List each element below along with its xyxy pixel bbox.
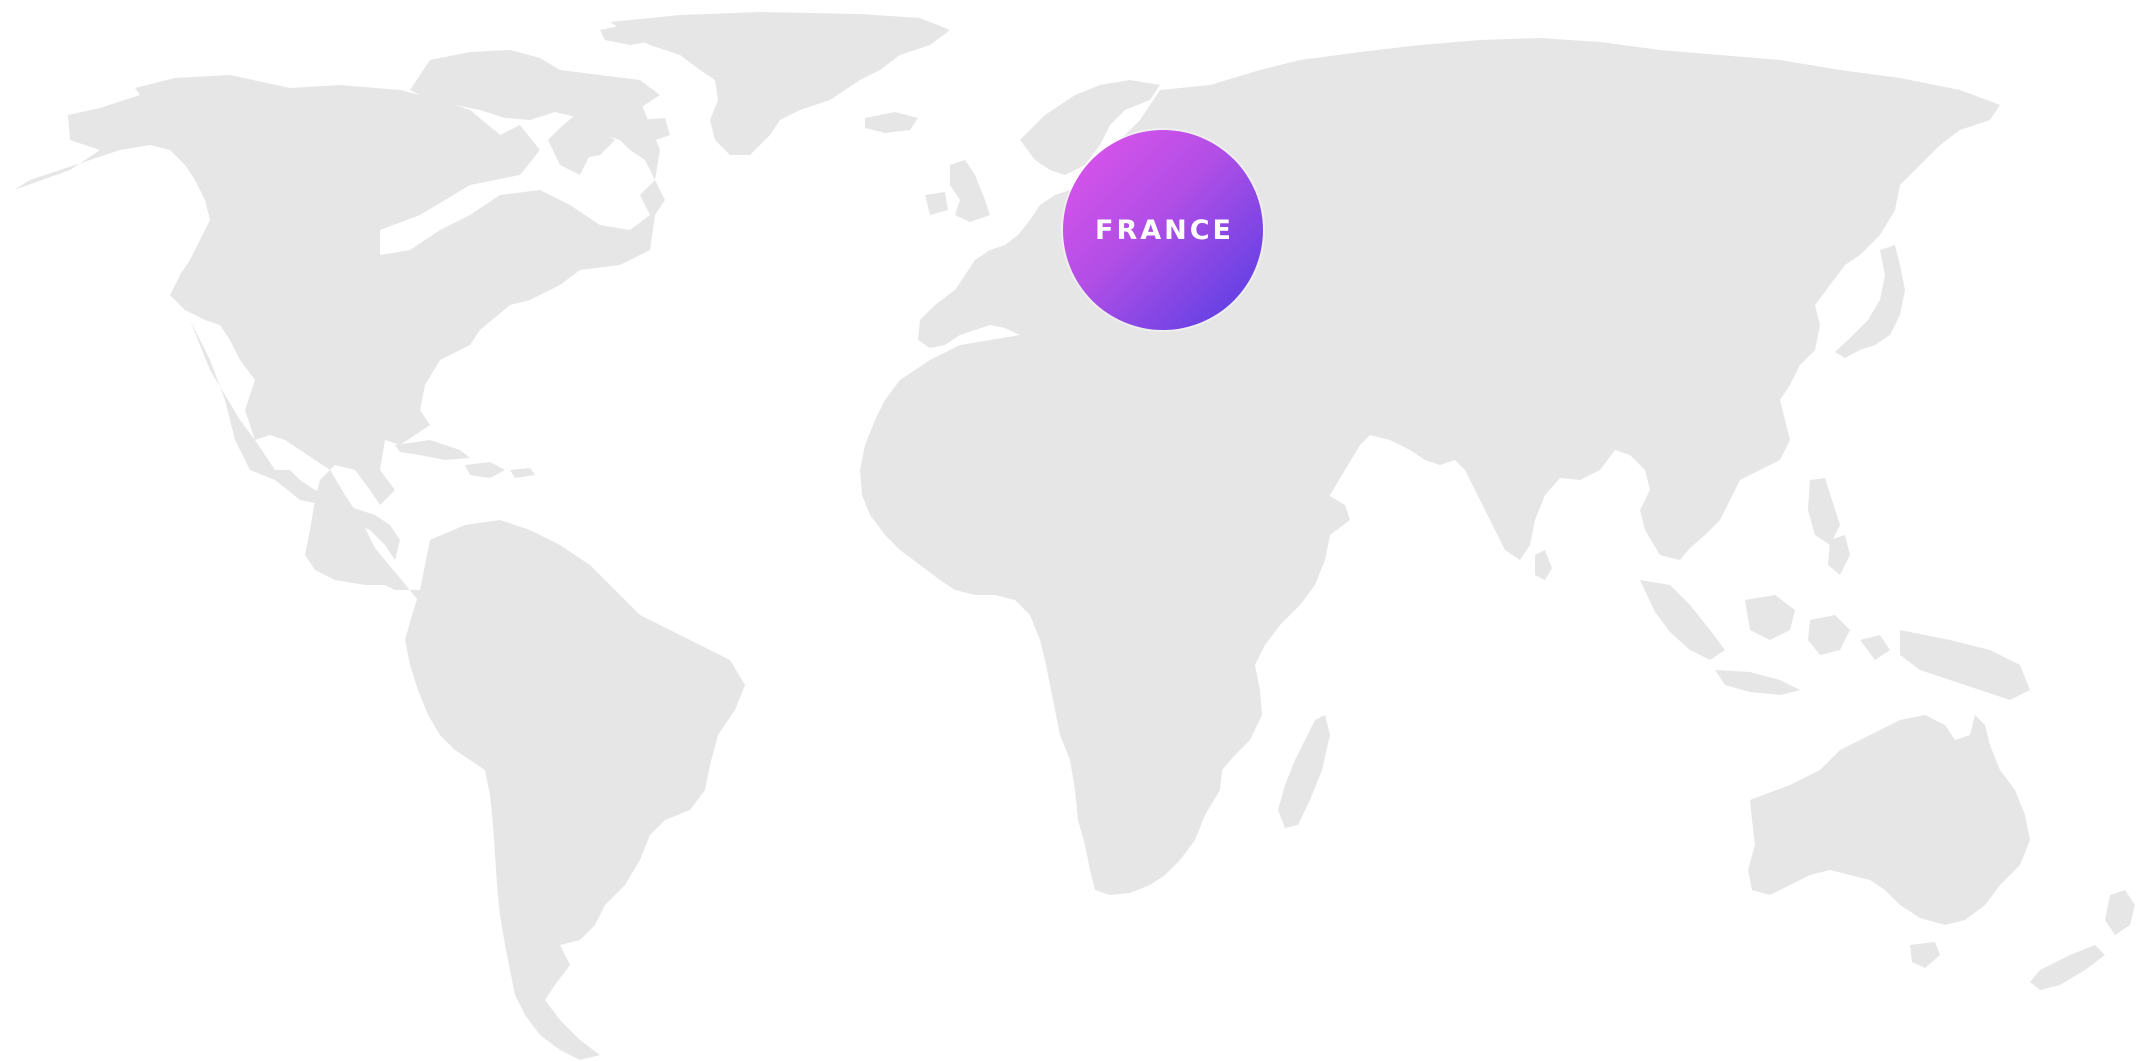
landmass-british-isles xyxy=(925,160,990,222)
landmass-central-america xyxy=(170,290,400,560)
landmass-north-america xyxy=(14,75,665,725)
landmass-arctic-islands xyxy=(410,22,670,160)
landmass-sri-lanka xyxy=(1535,550,1552,580)
landmass-south-america xyxy=(405,520,745,1060)
landmass-caribbean xyxy=(395,440,535,478)
landmass-indonesia xyxy=(1640,535,2030,700)
landmass-philippines xyxy=(1808,478,1840,545)
landmass-africa xyxy=(860,335,1330,895)
country-marker-label: FRANCE xyxy=(1095,214,1234,246)
landmass-iceland xyxy=(865,112,918,133)
country-marker-france[interactable]: FRANCE xyxy=(1063,130,1263,330)
landmass-tasmania xyxy=(1910,942,1940,968)
landmass-madagascar xyxy=(1278,715,1330,828)
landmass-scandinavia xyxy=(1020,80,1160,175)
landmass-japan xyxy=(1835,245,1905,358)
landmass-greenland xyxy=(610,12,950,155)
landmass-australia xyxy=(1748,715,2030,925)
landmass-new-zealand xyxy=(2030,890,2135,990)
